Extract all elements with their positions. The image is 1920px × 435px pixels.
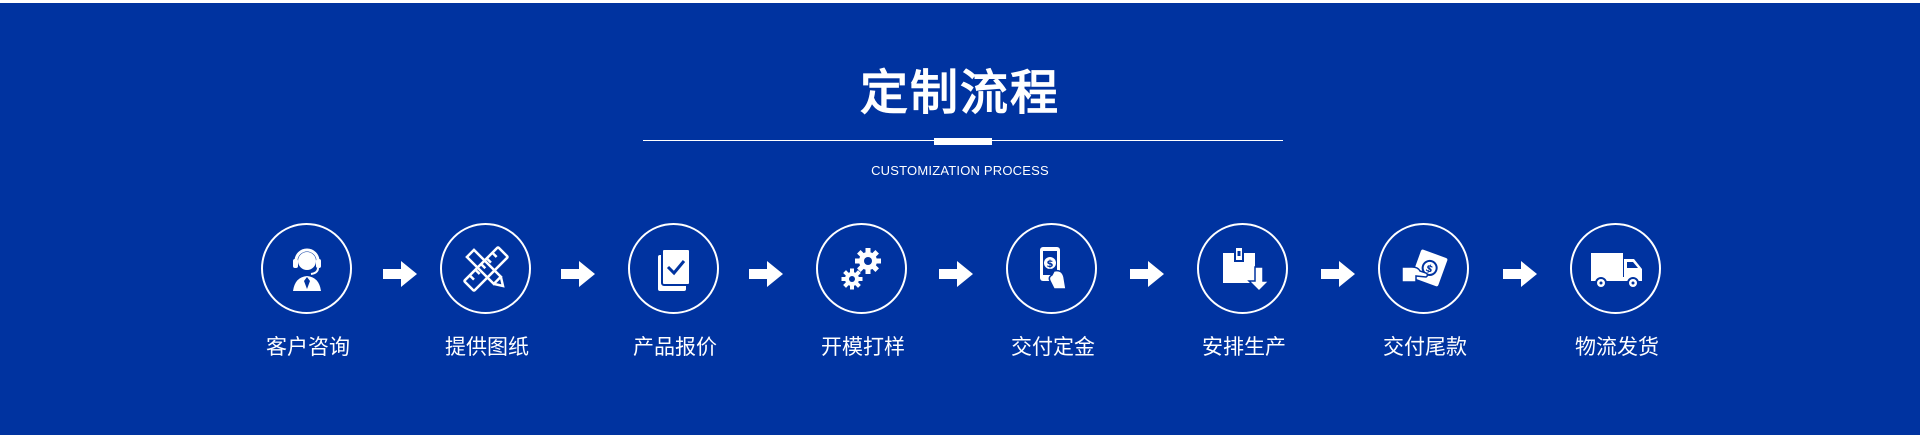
step-label: 开模打样: [821, 335, 905, 359]
step-icon-circle: [1197, 223, 1288, 314]
arrow-right-icon: [1130, 261, 1164, 287]
section-subtitle: CUSTOMIZATION PROCESS: [871, 163, 1049, 178]
step-label: 安排生产: [1202, 335, 1286, 359]
arrow-right-icon: [383, 261, 417, 287]
arrow-right-icon: [1321, 261, 1355, 287]
svg-text:$: $: [1046, 259, 1053, 270]
step-label: 提供图纸: [445, 335, 529, 359]
deposit-payment-icon: $: [1039, 246, 1067, 290]
step-label: 客户咨询: [266, 335, 350, 359]
step-icon-circle: [1570, 223, 1661, 314]
process-step-final-payment: $ 交付尾款: [1355, 223, 1495, 373]
section-title: 定制流程: [859, 65, 1060, 121]
step-icon-circle: [440, 223, 531, 314]
step-icon-circle: [816, 223, 907, 314]
process-step-shipping: 物流发货: [1547, 223, 1687, 373]
step-label: 产品报价: [633, 335, 717, 359]
step-icon-circle: $: [1006, 223, 1097, 314]
arrow-right-icon: [1503, 261, 1537, 287]
arrow-right-icon: [561, 261, 595, 287]
arrow-right-icon: [749, 261, 783, 287]
process-step-deposit: $ 交付定金: [983, 223, 1123, 373]
step-icon-circle: $: [1378, 223, 1469, 314]
process-step-molding: 开模打样: [793, 223, 933, 373]
drawing-tools-icon: [462, 245, 509, 292]
final-payment-icon: $: [1400, 249, 1447, 286]
title-divider-accent: [934, 138, 992, 145]
customer-service-icon: [292, 248, 321, 291]
process-step-production: 安排生产: [1174, 223, 1314, 373]
step-icon-circle: [261, 223, 352, 314]
quote-document-icon: [657, 247, 691, 291]
process-step-quotation: 产品报价: [605, 223, 745, 373]
step-label: 物流发货: [1575, 335, 1659, 359]
arrow-right-icon: [939, 261, 973, 287]
delivery-truck-icon: [1590, 252, 1642, 289]
step-icon-circle: [628, 223, 719, 314]
process-step-drawings: 提供图纸: [417, 223, 557, 373]
customization-process-banner: 定制流程 CUSTOMIZATION PROCESS 客户咨询: [0, 3, 1920, 435]
process-step-consult: 客户咨询: [238, 223, 378, 373]
step-label: 交付定金: [1011, 335, 1095, 359]
svg-text:$: $: [1423, 262, 1433, 275]
gears-icon: [841, 247, 881, 289]
step-label: 交付尾款: [1383, 335, 1467, 359]
production-box-icon: [1222, 245, 1271, 292]
